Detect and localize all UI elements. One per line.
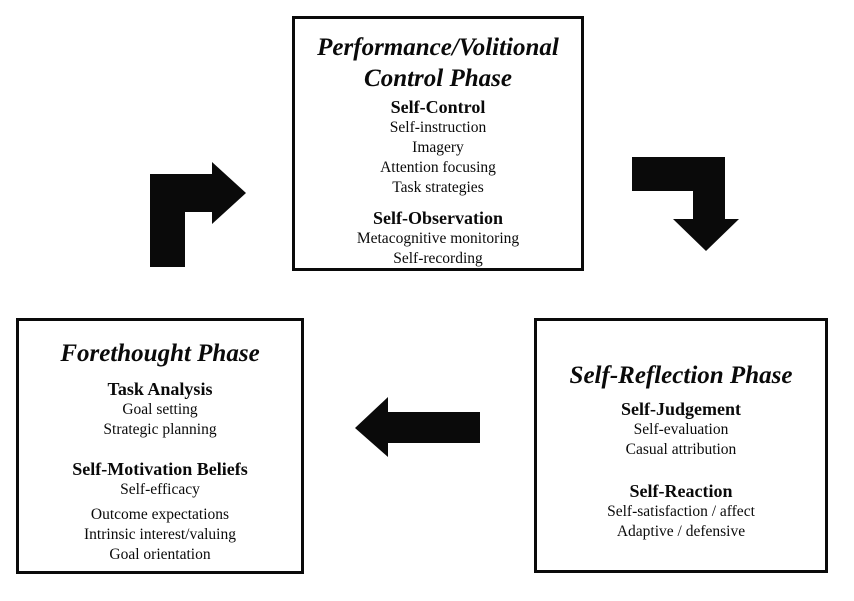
list-item: Metacognitive monitoring (356, 230, 520, 247)
section-self-control: Self-Control Self-instruction Imagery At… (295, 96, 581, 198)
section-heading: Self-Judgement (621, 399, 741, 419)
phase-box-self-reflection: Self-Reflection Phase Self-Judgement Sel… (534, 318, 828, 573)
list-item: Outcome expectations (90, 506, 230, 523)
section-heading: Self-Reaction (629, 481, 733, 501)
section-heading: Self-Control (390, 97, 486, 117)
list-item: Strategic planning (103, 421, 217, 438)
section-heading: Task Analysis (107, 379, 213, 399)
list-item: Self-recording (393, 250, 483, 267)
phase-title-line: Control Phase (364, 65, 512, 92)
arrow-reflection-to-forethought (355, 397, 480, 457)
list-item: Self-instruction (389, 119, 487, 136)
section-self-reaction: Self-Reaction Self-satisfaction / affect… (537, 480, 825, 542)
list-item: Task strategies (392, 179, 484, 196)
phase-title-line: Forethought Phase (60, 340, 260, 367)
list-item: Self-efficacy (120, 481, 200, 498)
phase-title: Forethought Phase (19, 338, 301, 369)
section-task-analysis: Task Analysis Goal setting Strategic pla… (19, 378, 301, 440)
list-item: Goal setting (122, 401, 198, 418)
section-heading: Self-Motivation Beliefs (72, 459, 248, 479)
phase-box-performance-volitional-control: Performance/Volitional Control Phase Sel… (292, 16, 584, 271)
section-self-observation: Self-Observation Metacognitive monitorin… (295, 207, 581, 269)
list-item: Casual attribution (625, 441, 737, 458)
phase-title: Performance/Volitional Control Phase (295, 32, 581, 94)
list-item: Adaptive / defensive (616, 523, 746, 540)
list-item: Imagery (412, 139, 464, 156)
phase-title: Self-Reflection Phase (537, 360, 825, 391)
section-self-judgement: Self-Judgement Self-evaluation Casual at… (537, 398, 825, 460)
phase-title-line: Performance/Volitional (317, 34, 559, 61)
section-heading: Self-Observation (373, 208, 503, 228)
arrow-forethought-to-performance (150, 162, 246, 267)
list-item: Self-evaluation (633, 421, 729, 438)
section-self-motivation-beliefs: Self-Motivation Beliefs Self-efficacy Ou… (19, 458, 301, 565)
list-item: Intrinsic interest/valuing (84, 526, 236, 543)
list-item: Self-satisfaction / affect (607, 503, 755, 520)
phase-title-line: Self-Reflection Phase (569, 362, 793, 389)
list-item: Goal orientation (109, 546, 211, 563)
list-item: Attention focusing (380, 159, 496, 176)
phase-box-forethought: Forethought Phase Task Analysis Goal set… (16, 318, 304, 574)
arrow-performance-to-reflection (632, 157, 739, 251)
